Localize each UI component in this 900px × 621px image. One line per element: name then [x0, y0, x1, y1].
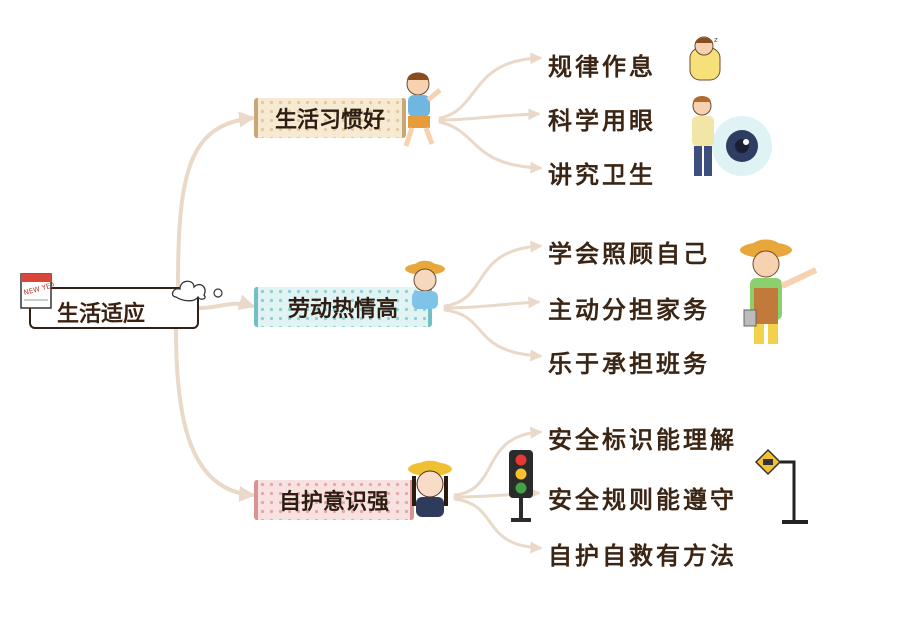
- root-node: 生活适应: [29, 287, 199, 329]
- svg-text:z: z: [714, 36, 718, 44]
- calendar-icon: NEW YEAR: [20, 273, 54, 309]
- leaf-self-care: 学会照顾自己: [548, 240, 710, 268]
- link-b1-c3: [438, 120, 543, 174]
- root-label: 生活适应: [57, 302, 146, 327]
- leaf-regular-rest: 规律作息: [548, 53, 656, 81]
- cloud-icon: [171, 280, 223, 302]
- eye-care-icon: [692, 96, 772, 176]
- boy-icon: [403, 72, 442, 147]
- sleeping-child-icon: z: [689, 36, 721, 81]
- leaf-class-duty: 乐于承担班务: [548, 350, 710, 378]
- girl-icon: [408, 460, 452, 517]
- link-b2-c2: [443, 296, 541, 310]
- branch-node-labor: 劳动热情高: [254, 287, 432, 327]
- link-b3-c3: [453, 497, 543, 554]
- farmer-child-icon: [740, 239, 818, 344]
- branch-label: 劳动热情高: [287, 297, 398, 322]
- link-root-branch1: [176, 111, 256, 287]
- child-in-hat-icon: [405, 260, 445, 309]
- link-b3-c1: [453, 426, 543, 497]
- link-b1-c1: [438, 52, 543, 120]
- link-b2-c3: [443, 308, 543, 362]
- leaf-safety-signs: 安全标识能理解: [548, 426, 737, 454]
- branch-label: 生活习惯好: [274, 108, 385, 133]
- leaf-safety-rules: 安全规则能遵守: [548, 486, 737, 514]
- leaf-eye-care: 科学用眼: [548, 107, 656, 135]
- traffic-light-icon: [509, 450, 533, 522]
- link-root-branch2: [198, 294, 256, 310]
- leaf-self-rescue: 自护自救有方法: [548, 542, 737, 570]
- branch-node-self-protection: 自护意识强: [254, 480, 414, 520]
- link-b1-c2: [438, 108, 541, 122]
- link-root-branch3: [174, 328, 256, 502]
- road-sign-icon: [754, 448, 808, 524]
- branch-node-habits: 生活习惯好: [254, 98, 406, 138]
- leaf-housework: 主动分担家务: [548, 296, 710, 324]
- leaf-hygiene: 讲究卫生: [548, 161, 656, 189]
- link-b2-c1: [443, 240, 543, 308]
- branch-label: 自护意识强: [278, 490, 389, 515]
